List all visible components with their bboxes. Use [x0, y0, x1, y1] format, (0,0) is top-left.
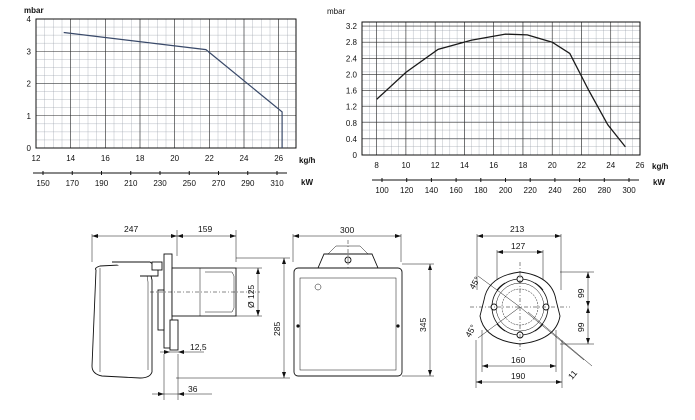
dim-160: 160 [511, 355, 525, 365]
chart-2-x-tick-0: 8 [374, 161, 379, 170]
chart-2-y-tick-2: 0.8 [346, 119, 358, 128]
rear-housing [293, 267, 403, 377]
rear-view-drawing: 300 345 [292, 225, 434, 377]
chart-2: mbar kg/h kW 0 0.4 0.8 1.2 1.6 2.0 2.4 2.8 3.2 8… [327, 7, 669, 195]
chart-2-y-tick-8: 3.2 [346, 22, 358, 31]
chart-1-x2-ticks: 150 170 190 210 230 250 270 290 310 [33, 171, 287, 188]
chart-1-x-tick-4: 20 [170, 154, 179, 163]
chart-2-x2-tick-9: 280 [598, 186, 612, 195]
dim-127: 127 [511, 241, 525, 251]
chart-2-x2-tick-5: 200 [499, 186, 513, 195]
chart-1-series-line [63, 31, 283, 148]
chart-1-x2-tick-7: 290 [241, 179, 255, 188]
dim-159: 159 [198, 224, 212, 234]
dim-99-upper: 99 [576, 288, 586, 298]
chart-1-x2-tick-6: 270 [212, 179, 226, 188]
chart-2-x2-tick-6: 220 [524, 186, 538, 195]
chart-2-x-label: kg/h [652, 162, 669, 171]
chart-2-x-ticks: 8 10 12 14 16 18 20 22 24 26 [374, 161, 645, 170]
chart-1-x-tick-1: 14 [66, 154, 75, 163]
chart-2-y-label: mbar [327, 7, 346, 16]
chart-1-x2-tick-3: 210 [124, 179, 138, 188]
chart-2-x2-tick-0: 100 [375, 186, 389, 195]
chart-1-x2-tick-1: 170 [66, 179, 80, 188]
chart-2-x-tick-6: 20 [548, 161, 557, 170]
chart-2-x2-tick-7: 240 [548, 186, 562, 195]
chart-2-x-tick-3: 14 [460, 161, 469, 170]
chart-2-y-tick-5: 2.0 [346, 70, 358, 79]
chart-2-x2-tick-3: 160 [449, 186, 463, 195]
chart-1-grid [35, 18, 297, 149]
dim-12-5: 12,5 [190, 342, 207, 352]
chart-2-y-tick-7: 2.8 [346, 38, 358, 47]
chart-1-x-tick-6: 24 [240, 154, 249, 163]
chart-1-y-label: mbar [24, 6, 44, 15]
chart-2-x-tick-9: 26 [636, 161, 645, 170]
dim-36: 36 [188, 384, 198, 394]
chart-2-grid [361, 21, 641, 156]
chart-2-y-ticks: 0 0.4 0.8 1.2 1.6 2.0 2.4 2.8 3.2 [346, 22, 358, 160]
chart-1-y-tick-0: 0 [27, 144, 32, 153]
chart-1-y-tick-4: 4 [27, 15, 32, 24]
chart-1-x-tick-7: 26 [274, 154, 283, 163]
chart-1-x-label: kg/h [299, 156, 316, 165]
chart-2-x-tick-7: 22 [577, 161, 586, 170]
chart-1-x-tick-5: 22 [205, 154, 214, 163]
chart-2-x2-tick-4: 180 [474, 186, 488, 195]
chart-1-x-tick-2: 16 [101, 154, 110, 163]
chart-2-y-tick-0: 0 [353, 151, 358, 160]
chart-1-y-tick-1: 1 [27, 112, 32, 121]
chart-1-y-tick-3: 3 [27, 47, 32, 56]
chart-2-y-tick-6: 2.4 [346, 54, 358, 63]
chart-2-x-tick-2: 12 [431, 161, 440, 170]
dim-300: 300 [340, 225, 354, 235]
chart-2-x2-ticks: 100 120 140 160 180 200 220 240 260 280 300 [372, 178, 639, 195]
chart-2-x2-label: kW [653, 178, 665, 187]
chart-2-y-tick-4: 1.6 [346, 87, 358, 96]
chart-1-x-tick-3: 18 [136, 154, 145, 163]
chart-1-x2-tick-5: 250 [183, 179, 197, 188]
chart-2-x2-tick-1: 120 [400, 186, 414, 195]
chart-2-y-tick-3: 1.2 [346, 103, 358, 112]
chart-2-x2-tick-8: 260 [573, 186, 587, 195]
dim-190: 190 [511, 371, 525, 381]
chart-1-x2-tick-4: 230 [153, 179, 167, 188]
chart-2-series-line [376, 33, 626, 148]
dim-213: 213 [510, 224, 524, 234]
chart-1-x-tick-0: 12 [32, 154, 41, 163]
flange-view-drawing: 213 127 45° 45° 9 [463, 224, 594, 388]
dim-345: 345 [418, 318, 428, 332]
chart-1-x2-tick-0: 150 [36, 179, 50, 188]
burner-housing [91, 263, 153, 379]
chart-1-x2-tick-8: 310 [270, 179, 284, 188]
dim-99-lower: 99 [576, 322, 586, 332]
side-view-drawing: 247 159 Ø 125 285 [91, 224, 290, 400]
chart-2-x-tick-8: 24 [606, 161, 615, 170]
chart-1-x2-label: kW [301, 178, 313, 187]
dim-285: 285 [272, 322, 282, 336]
dim-247: 247 [124, 224, 138, 234]
chart-2-x-tick-5: 18 [518, 161, 527, 170]
chart-2-x-tick-1: 10 [401, 161, 410, 170]
chart-1-y-tick-2: 2 [27, 80, 32, 89]
dim-11: 11 [566, 368, 580, 381]
chart-1-x2-tick-2: 190 [95, 179, 109, 188]
chart-1-y-ticks: 0 1 2 3 4 [27, 15, 32, 153]
chart-2-x-tick-4: 16 [489, 161, 498, 170]
dim-dia-125: Ø 125 [246, 285, 256, 308]
chart-2-y-tick-1: 0.4 [346, 135, 358, 144]
chart-1-x-ticks: 12 14 16 18 20 22 24 26 [32, 154, 284, 163]
dim-angle-45-lower: 45° [463, 323, 478, 339]
chart-2-x2-tick-2: 140 [425, 186, 439, 195]
chart-2-x2-tick-10: 300 [622, 186, 636, 195]
